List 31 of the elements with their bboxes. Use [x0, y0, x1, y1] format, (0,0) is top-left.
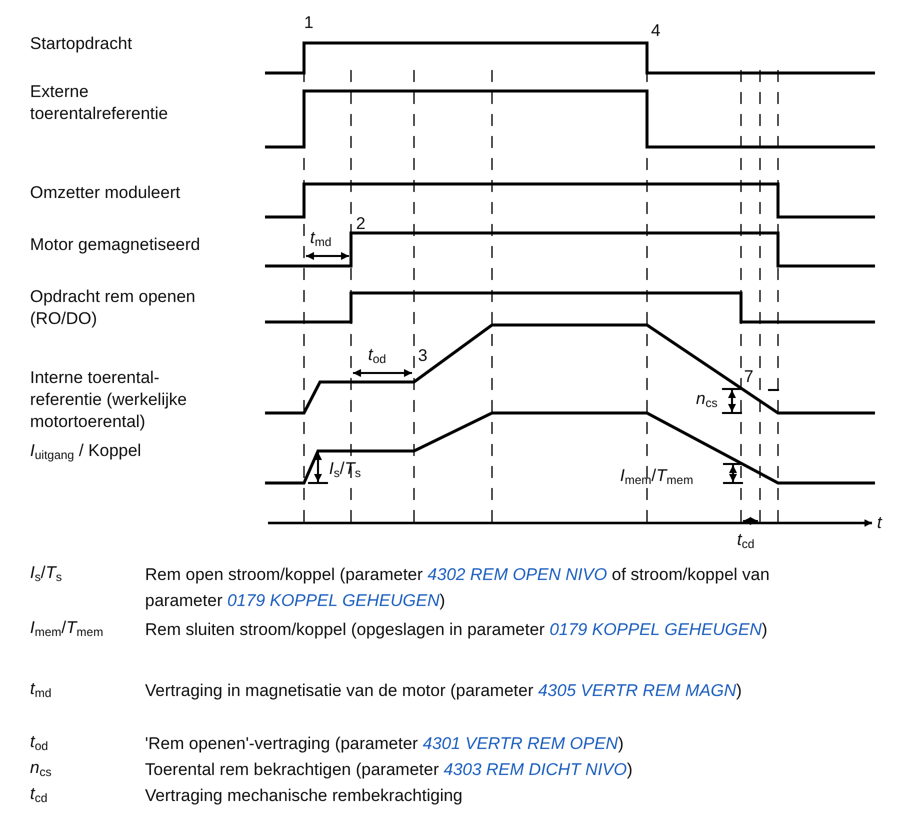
legend-definition: Toerental rem bekrachtigen (parameter 4303 REM DICHT NIVO) [145, 759, 634, 781]
signal-label: Externe toerentalreferentie [30, 81, 169, 125]
event-number: 3 [418, 345, 428, 367]
legend-definition: Rem open stroom/koppel (parameter 4302 REM OPEN NIVO of stroom/koppel van parameter 0179 KOPPEL GEHEUGEN) [145, 564, 771, 612]
signal-label: Opdracht rem openen (RO/DO) [30, 286, 196, 330]
legend-term: t$_{cd}$ [30, 783, 48, 805]
time-annotation: I$_{s}$/T$_{s}$ [329, 458, 361, 480]
signal-label: I$_{uitgang}$ / Koppel [30, 440, 142, 462]
time-annotation: I$_{mem}$/T$_{mem}$ [620, 465, 694, 487]
signal-label: Startopdracht [30, 33, 132, 55]
signal-label: Omzetter moduleert [30, 182, 180, 204]
event-number: 4 [651, 20, 660, 42]
time-annotation: t$_{od}$ [368, 344, 386, 366]
legend-term: I$_{s}$/T$_{s}$ [30, 562, 62, 584]
legend-definition: Vertraging in magnetisatie van de motor (parameter 4305 VERTR REM MAGN) [145, 680, 743, 702]
legend-definition: 'Rem openen'-vertraging (parameter 4301 VERTR REM OPEN) [145, 733, 625, 755]
legend-definition: Vertraging mechanische rembekrachtiging [145, 785, 464, 807]
signal-label: Interne toerental- referentie (werkelijke motortoerental) [30, 367, 188, 433]
event-number: 2 [356, 213, 366, 235]
legend-term: n$_{cs}$ [30, 757, 52, 779]
axis-label: t [877, 512, 882, 534]
time-annotation: n$_{cs}$ [696, 388, 718, 410]
legend-term: t$_{od}$ [30, 731, 48, 753]
time-annotation: t$_{cd}$ [737, 529, 754, 551]
legend-term: I$_{mem}$/T$_{mem}$ [30, 617, 104, 639]
time-annotation: t$_{md}$ [310, 227, 332, 249]
signal-label: Motor gemagnetiseerd [30, 234, 200, 256]
event-number: 1 [304, 12, 314, 34]
legend-term: t$_{md}$ [30, 678, 52, 700]
legend-definition: Rem sluiten stroom/koppel (opgeslagen in parameter 0179 KOPPEL GEHEUGEN) [145, 619, 768, 641]
event-number: 7 [744, 366, 754, 388]
